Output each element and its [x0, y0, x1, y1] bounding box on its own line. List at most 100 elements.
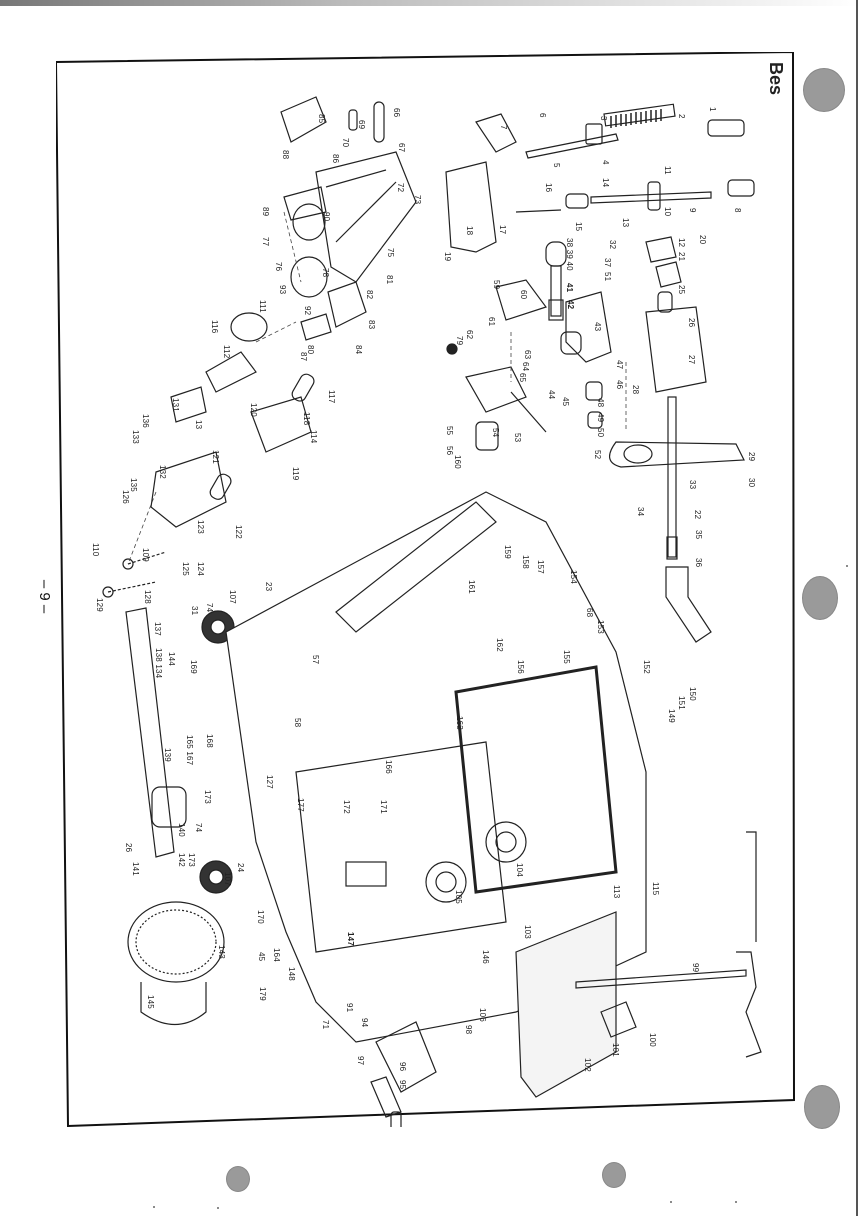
part-label: 164	[272, 948, 281, 962]
part-label: 139	[163, 748, 172, 762]
spool-holder-101	[600, 1001, 637, 1038]
part-label: 29	[747, 452, 756, 462]
part-label: 45	[257, 952, 266, 962]
part-label: 106	[478, 1008, 487, 1022]
part-label: 64	[521, 362, 530, 372]
crank-eye	[623, 444, 653, 464]
part-label: 82	[365, 290, 374, 300]
part-label: 66	[392, 108, 401, 118]
part-label: 161	[467, 580, 476, 594]
part-label: 38 39 40	[565, 238, 574, 271]
part-label: 177	[296, 798, 305, 812]
label-plate	[345, 861, 387, 887]
thread-guide-wire	[746, 831, 757, 942]
spring-42	[548, 299, 564, 321]
part-label: 162	[495, 638, 504, 652]
part-label: 158	[521, 555, 530, 569]
part-label: 45	[561, 397, 570, 407]
part-label: 115	[651, 882, 660, 896]
gear-hub	[140, 982, 207, 1025]
part-label: 73	[413, 195, 422, 205]
slot-plate-97	[370, 1076, 402, 1118]
cap-111	[230, 312, 268, 342]
part-label: 2	[677, 114, 686, 119]
part-label: 95	[398, 1080, 407, 1090]
plate-112	[205, 351, 257, 393]
part-label: 116	[210, 320, 219, 334]
part-label: 67	[397, 143, 406, 153]
part-label: 107	[223, 872, 232, 886]
nut-79	[446, 343, 458, 355]
part-label: 166	[384, 760, 393, 774]
sleeve-117	[291, 373, 315, 402]
part-label: 3	[599, 116, 608, 121]
part-label: 105	[454, 890, 463, 904]
part-label: 89	[261, 207, 270, 217]
part-label: 5	[552, 163, 561, 168]
part-label: 160	[453, 455, 462, 469]
part-label: 152	[642, 660, 651, 674]
part-label: 17	[498, 225, 507, 235]
part-label: 120	[249, 403, 258, 417]
part-label: 62	[465, 330, 474, 340]
side-panel	[454, 665, 618, 894]
part-label: 56	[445, 446, 454, 456]
lever-86	[280, 96, 327, 143]
bushing-8	[727, 179, 755, 197]
part-label: 173	[203, 790, 212, 804]
part-label: 19	[443, 252, 452, 262]
spool-pin-99	[575, 969, 747, 989]
bracket-123	[150, 451, 227, 528]
part-label: 88	[281, 150, 290, 160]
part-label: 51	[603, 272, 612, 282]
part-label: 78	[321, 268, 330, 278]
part-label: 79	[455, 336, 464, 346]
corner-mark: Bes	[766, 62, 786, 96]
bushing-1	[707, 119, 745, 137]
punch-hole-middle-right	[802, 576, 838, 620]
part-label: 92	[303, 306, 312, 316]
scan-top-shadow	[0, 0, 860, 6]
collar-44	[560, 331, 582, 355]
part-label: 119	[291, 467, 300, 481]
part-label: 179	[258, 987, 267, 1001]
clamp-3	[585, 123, 603, 145]
spring-22	[666, 536, 678, 560]
part-label: 157	[536, 560, 545, 574]
part-label: 168	[205, 734, 214, 748]
part-label: 150	[688, 687, 697, 701]
part-label: 170	[256, 910, 265, 924]
part-label: 138 134	[154, 648, 163, 679]
knob-89	[292, 203, 326, 241]
part-label: 165 167	[185, 735, 194, 766]
needle-rod	[525, 133, 619, 159]
part-label: 16	[544, 183, 553, 193]
part-label: 14	[601, 178, 610, 188]
part-label: 154	[569, 570, 578, 584]
punch-hole-bottom-center	[602, 1162, 626, 1188]
part-label: 44	[547, 390, 556, 400]
part-label: 142	[177, 853, 186, 867]
part-label: 163	[455, 716, 464, 730]
top-cover	[335, 501, 497, 633]
pin-69	[348, 109, 358, 131]
part-label: 127	[265, 775, 274, 789]
part-label: 143	[217, 945, 226, 959]
clamp-80	[300, 313, 332, 341]
part-label: 10	[663, 207, 672, 217]
part-label: 144	[167, 652, 176, 666]
dial-104	[485, 821, 527, 863]
bracket-83	[327, 281, 367, 328]
block-21	[655, 261, 682, 288]
part-label: 113	[612, 885, 621, 899]
part-label: 74	[205, 603, 214, 613]
part-label: 33	[688, 480, 697, 490]
part-label: 42	[566, 300, 575, 310]
part-label: 133	[131, 430, 140, 444]
part-label: 140	[177, 823, 186, 837]
part-label: 23	[264, 582, 273, 592]
part-label: 60	[519, 290, 528, 300]
base-102	[515, 911, 617, 1098]
part-label: 171	[379, 800, 388, 814]
part-label: 122	[234, 525, 243, 539]
